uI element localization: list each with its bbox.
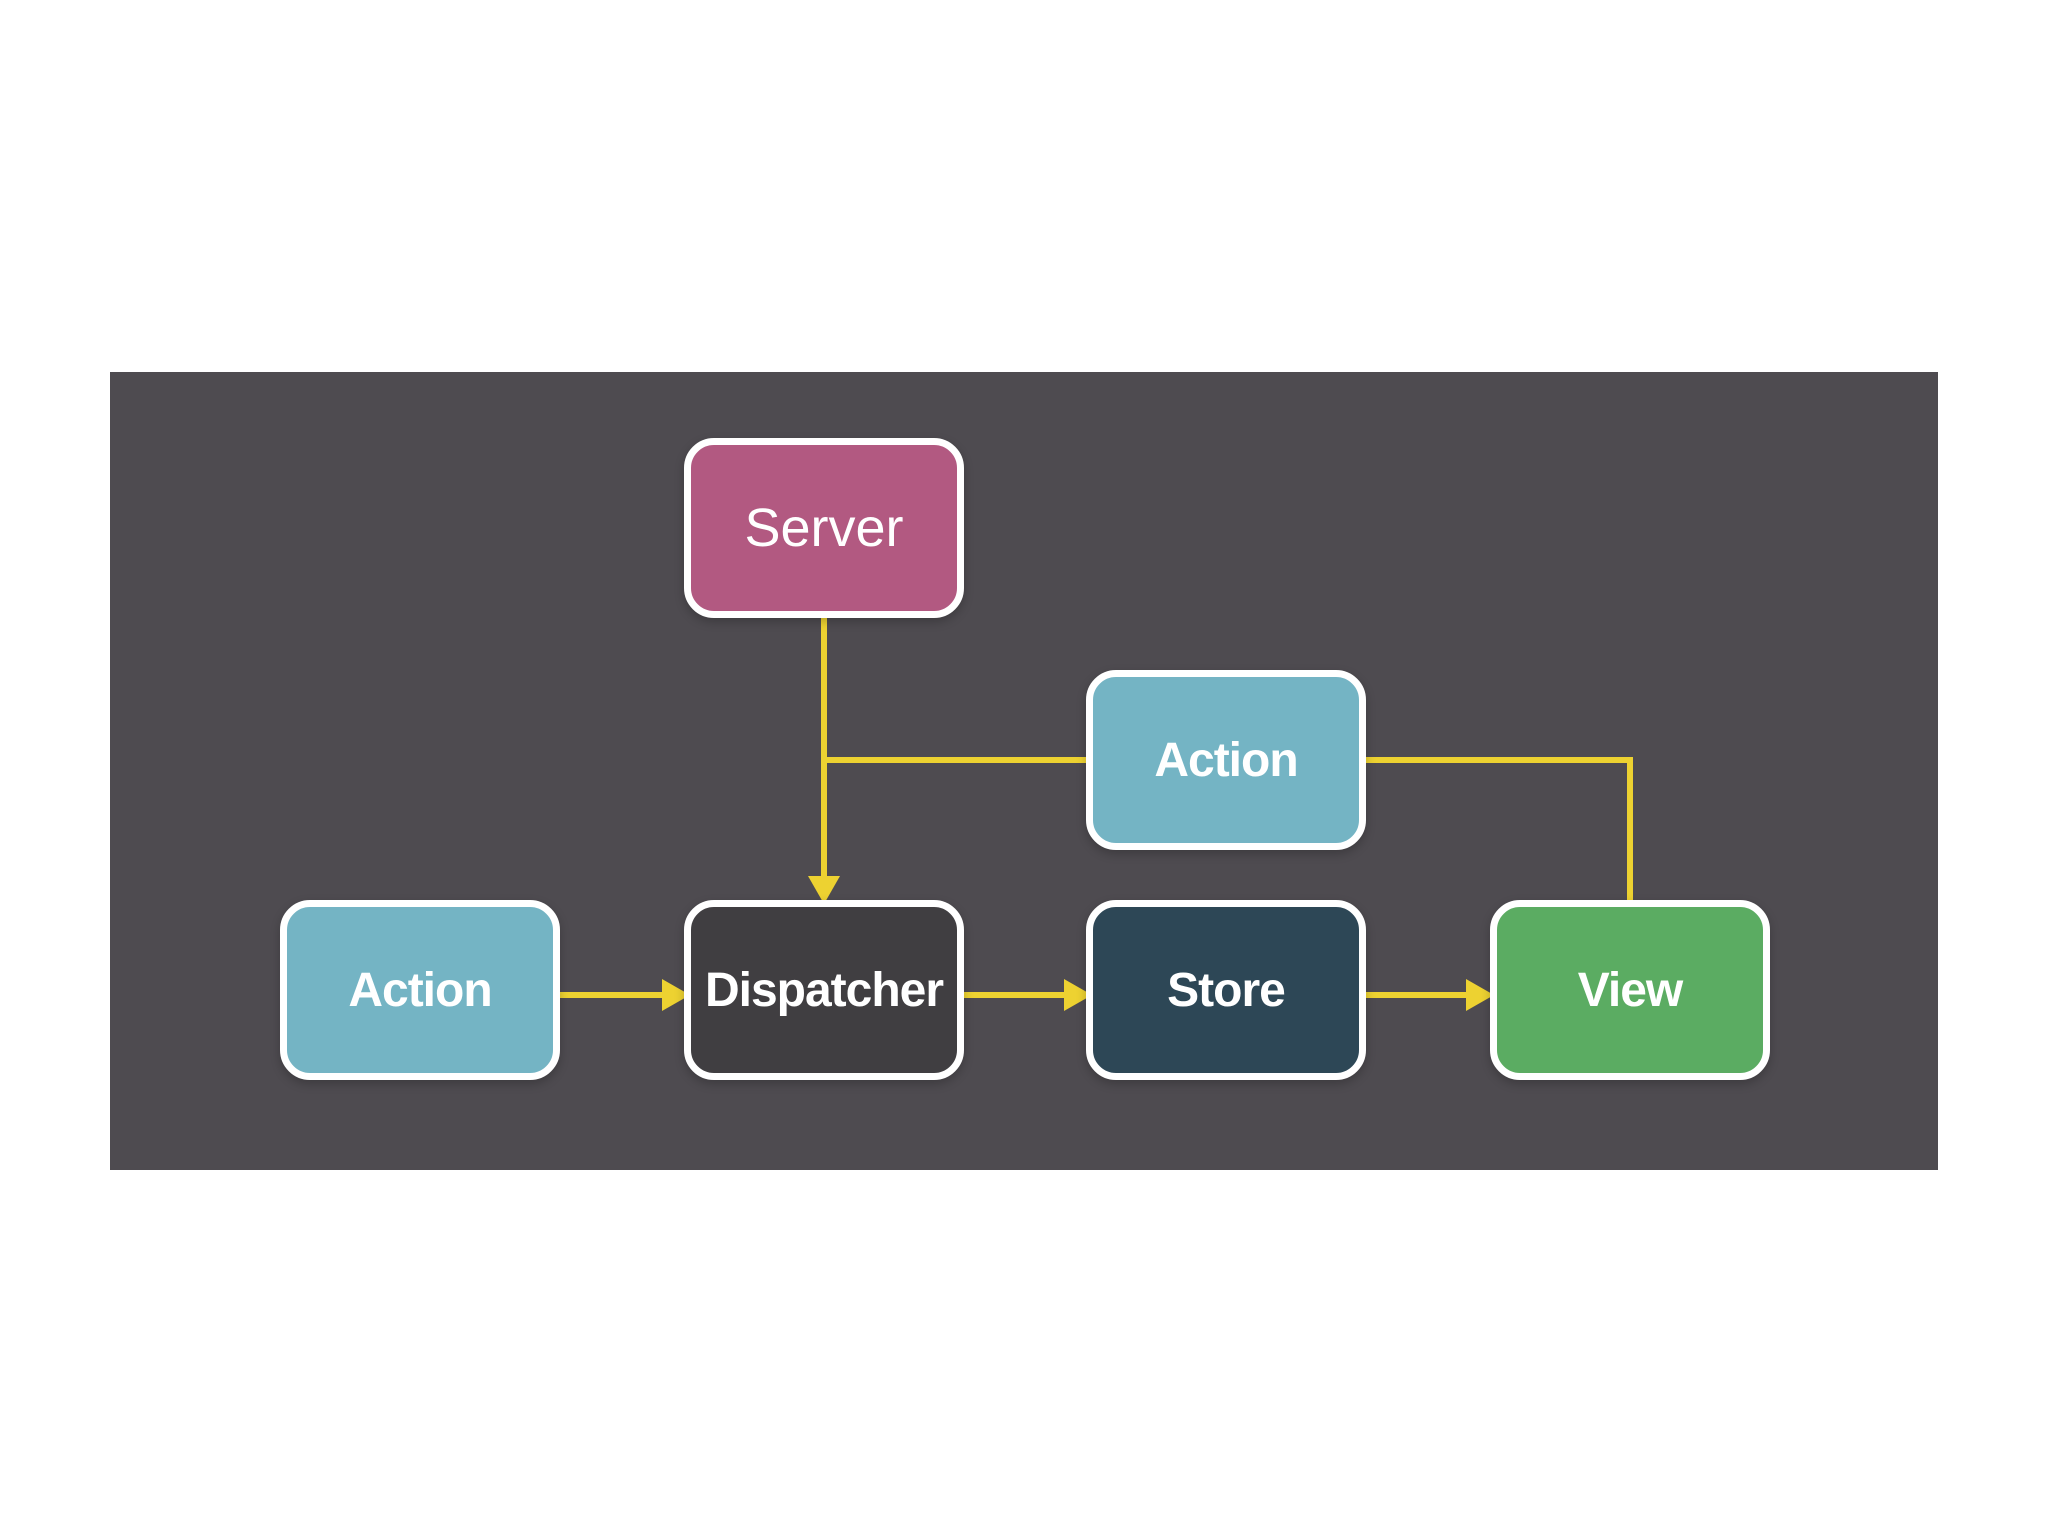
node-action-left-label: Action	[348, 963, 492, 1017]
node-view: View	[1490, 900, 1770, 1080]
node-action-top: Action	[1086, 670, 1366, 850]
node-action-top-label: Action	[1154, 733, 1298, 787]
node-server: Server	[684, 438, 964, 618]
node-store: Store	[1086, 900, 1366, 1080]
node-view-label: View	[1577, 963, 1684, 1017]
node-dispatcher-label: Dispatcher	[704, 963, 944, 1017]
node-store-label: Store	[1167, 963, 1286, 1017]
node-dispatcher: Dispatcher	[684, 900, 964, 1080]
node-server-label: Server	[744, 498, 904, 558]
node-action-left: Action	[280, 900, 560, 1080]
